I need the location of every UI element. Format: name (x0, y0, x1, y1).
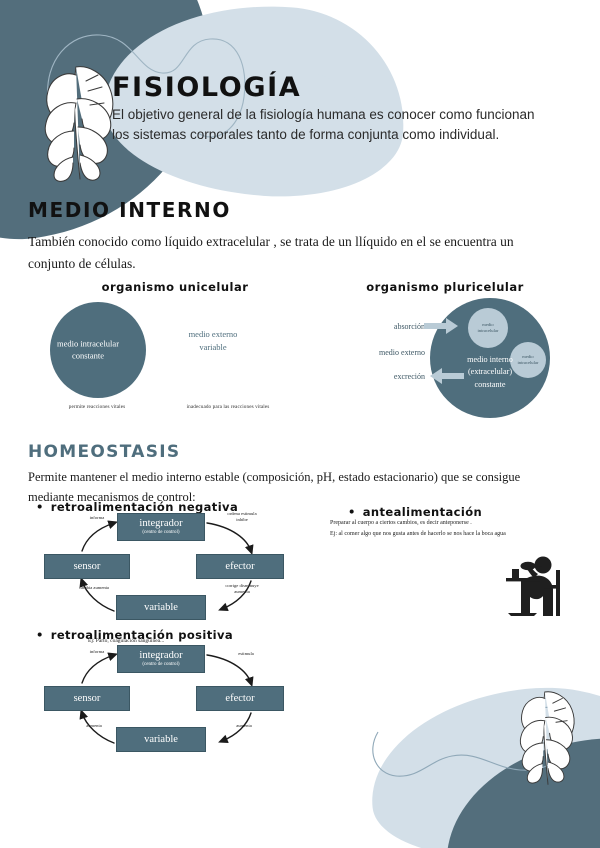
negative-feedback-title: retroalimentación negativa (36, 500, 238, 514)
node-integrador-sublabel: (centro de control) (142, 662, 180, 668)
node-efector: efector (196, 554, 284, 579)
node-variable-label: variable (144, 601, 178, 613)
cell-label-line2: intracelular (517, 360, 539, 365)
internal-medium-line3: constante (474, 379, 506, 389)
bottom-light-blob-decoration (361, 674, 600, 848)
section-medio-interno: MEDIO INTERNO También conocido como líqu… (28, 198, 573, 275)
absorption-label: absorción (393, 322, 425, 331)
positive-feedback-arrows (79, 652, 254, 744)
medio-interno-heading: MEDIO INTERNO (28, 198, 231, 222)
bottom-squiggle-line-decoration (372, 706, 571, 777)
excretion-arrow-icon (430, 368, 464, 384)
unicellular-note-right: inadecuado para las reacciones vitales (186, 404, 270, 410)
pluricellular-internal-medium-label: medio interno (extracelular) constante (430, 354, 550, 391)
node-integrador-sublabel: (centro de control) (142, 530, 180, 536)
node-integrador: integrador (centro de control) (117, 513, 205, 541)
excretion-label: excreción (393, 372, 425, 381)
unicellular-cell-label-line1: medio intracelular (56, 338, 120, 349)
node-sensor-label: sensor (73, 560, 101, 572)
page-intro-text: El objetivo general de la fisiología hum… (112, 107, 535, 142)
node-variable: variable (116, 595, 206, 620)
node-sensor-label: sensor (73, 692, 101, 704)
unicellular-note-left: permite reacciones vitales (68, 404, 126, 410)
internal-medium-line2: (extracelular) (467, 367, 513, 377)
unicellular-external-label-line1: medio externo (188, 329, 238, 339)
person-eating-at-table-icon (506, 556, 560, 616)
label-informa: informa (89, 515, 105, 520)
positive-feedback-title: retroalimentación positiva (36, 628, 233, 642)
cell-label-line1: medio (482, 321, 494, 327)
label-cambia: cambia aumenta (79, 585, 109, 590)
node-variable-label: variable (144, 733, 178, 745)
homeostasis-heading: HOMEOSTASIS (28, 442, 181, 462)
node-efector-label: efector (225, 692, 255, 704)
pluricellular-cell-circle: medio intracelular (468, 308, 508, 348)
pluricellular-organism-diagram: organismo pluricelular medio intracelula… (320, 280, 570, 420)
label-aumenta-right: aumenta (236, 723, 252, 728)
label-corrige: corrige disminuye aumenta (225, 583, 259, 594)
bottom-dark-blob-decoration (438, 730, 600, 848)
positive-feedback-subtitle: Ej: Parto, coagulación sanguínea... (88, 638, 165, 644)
anterograde-feedback-title: antealimentación (348, 505, 482, 519)
unicellular-cell-label: medio intracelular constante (40, 338, 136, 363)
positive-feedback-diagram: integrador (centro de control) sensor ef… (44, 645, 294, 755)
node-variable: variable (116, 727, 206, 752)
negative-feedback-diagram: integrador (centro de control) sensor ef… (44, 511, 294, 623)
unicellular-cell-label-line2: constante (71, 351, 105, 361)
unicellular-external-medium-label: medio externo variable (158, 328, 268, 354)
anterograde-line-2: Ej: al comer algo que nos gusta antes de… (330, 530, 506, 537)
anterograde-line-1: Preparar al cuerpo a ciertos cambios, es… (330, 520, 472, 526)
unicellular-organism-diagram: organismo unicelular medio intracelular … (40, 280, 310, 420)
label-informa: informa (89, 649, 105, 654)
unicellular-external-label-line2: variable (199, 341, 227, 352)
pluricellular-cell-label-2: medio intracelular (518, 354, 539, 366)
external-medium-label: medio externo (379, 348, 425, 357)
cell-label-line1: medio (522, 353, 534, 359)
unicellular-cell-circle (50, 302, 146, 398)
pluricellular-cell-label-1: medio intracelular (478, 322, 499, 334)
node-sensor: sensor (44, 554, 130, 579)
pluricellular-cell-circle: medio intracelular (510, 342, 546, 378)
medio-interno-description: También conocido como líquido extracelul… (28, 234, 514, 271)
label-ordena: ordena estimula inhibe (227, 511, 257, 522)
node-integrador-label: integrador (139, 649, 183, 661)
label-aumenta-left: aumenta (86, 723, 102, 728)
anterograde-feedback-body: Preparar al cuerpo a ciertos cambios, es… (330, 518, 580, 539)
node-efector: efector (196, 686, 284, 711)
node-sensor: sensor (44, 686, 130, 711)
monstera-leaf-icon (519, 691, 575, 785)
unicellular-diagram-caption: organismo unicelular (101, 280, 249, 294)
negative-feedback-arrows (79, 520, 254, 612)
node-efector-label: efector (225, 560, 255, 572)
page-title: FISIOLOGÍA (112, 72, 302, 103)
internal-medium-line1: medio interno (467, 355, 513, 364)
node-integrador: integrador (centro de control) (117, 645, 205, 673)
cell-label-line2: intracelular (477, 328, 499, 333)
section-homeostasis: HOMEOSTASIS Permite mantener el medio in… (28, 442, 573, 508)
pluricellular-diagram-caption: organismo pluricelular (366, 280, 524, 294)
label-estimula: estimula (238, 651, 254, 656)
header-block: FISIOLOGÍA El objetivo general de la fis… (112, 72, 542, 144)
node-integrador-label: integrador (139, 517, 183, 529)
absorption-arrow-icon (424, 318, 458, 334)
